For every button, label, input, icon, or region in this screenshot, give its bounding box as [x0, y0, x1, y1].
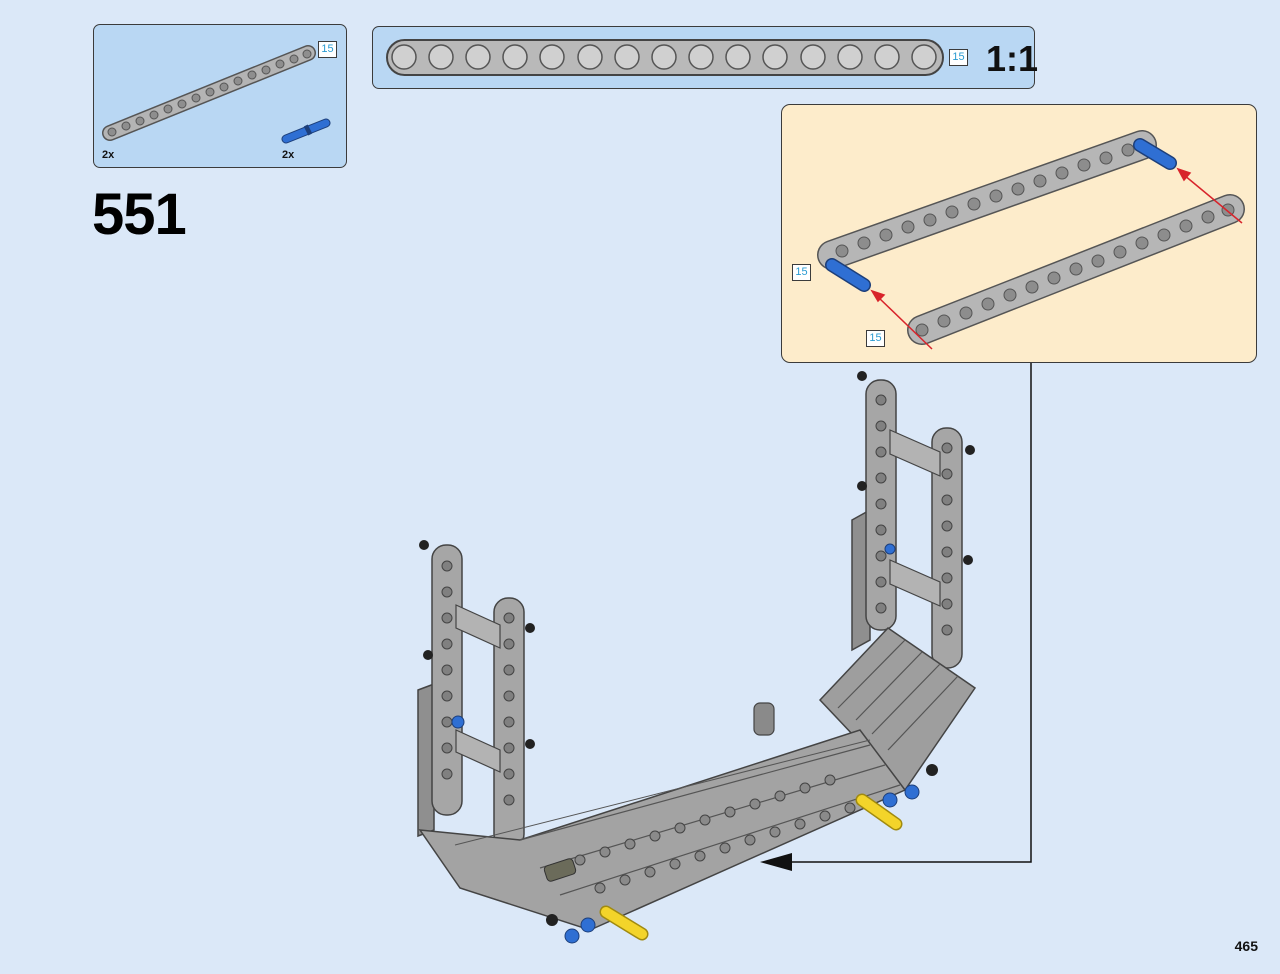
scale-ruler-callout: 15 [372, 26, 1035, 89]
subassembly-tag-left: 15 [792, 264, 811, 281]
placement-arrow [760, 363, 1032, 871]
left-upright-frame [417, 540, 535, 849]
subassembly-callout: 15 15 [781, 104, 1257, 363]
lower-beam [907, 194, 1245, 345]
subassembly-tag-bottom: 15 [866, 330, 885, 347]
right-upright-frame [857, 371, 975, 669]
blue-pin-right [1133, 138, 1177, 170]
blue-pin-part-icon [281, 118, 331, 144]
beam-quantity: 2x [102, 149, 115, 161]
subassembly-illustration [817, 130, 1245, 350]
base-connectors [546, 764, 938, 944]
beam-ruler-illustration [386, 39, 944, 76]
ruler-holes [391, 44, 937, 70]
sloped-beam-panel [753, 627, 977, 792]
step-number: 551 [92, 182, 187, 247]
page-number: 465 [1234, 938, 1258, 954]
upper-beam [817, 130, 1157, 270]
blue-pin-left [825, 258, 871, 292]
beam-length-tag: 15 [318, 41, 337, 58]
scale-label: 1:1 [986, 38, 1039, 79]
base-beam-stack [418, 729, 907, 931]
parts-list-callout: 15 2x 2x [93, 24, 347, 168]
insertion-arrows [870, 167, 1243, 350]
ruler-length-tag: 15 [949, 49, 968, 66]
parts-list-illustration [102, 45, 331, 144]
beam-15-part-icon [102, 45, 316, 141]
pin-quantity: 2x [282, 149, 295, 161]
